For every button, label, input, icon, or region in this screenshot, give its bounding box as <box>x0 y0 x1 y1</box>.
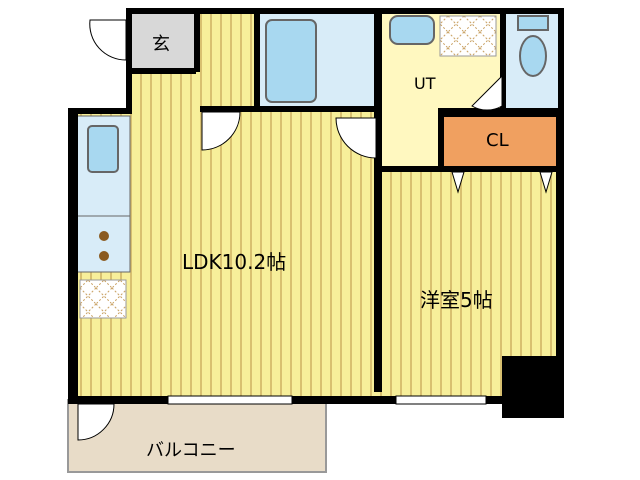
entrance-door <box>89 19 127 61</box>
burner-icon <box>99 231 109 241</box>
utility-door <box>335 117 377 159</box>
room-label-western: 洋室5帖 <box>420 288 493 312</box>
burner-icon <box>99 251 109 261</box>
kitchen-sink <box>87 125 119 173</box>
hallway-floor <box>194 12 256 112</box>
balcony-door <box>77 403 115 441</box>
window-western <box>395 395 487 405</box>
room-label-closet: CL <box>486 130 509 151</box>
toilet-door <box>471 74 503 111</box>
washer-space <box>439 15 497 57</box>
closet-door-marker <box>539 171 553 194</box>
entrance-floor <box>132 12 194 72</box>
stove-counter <box>75 215 131 273</box>
room-label-balcony: バルコニー <box>146 440 236 461</box>
ldk-door <box>201 111 241 151</box>
window-ldk <box>167 395 293 405</box>
closet-door-marker <box>451 171 465 194</box>
room-label-ldk: LDK10.2帖 <box>182 250 287 274</box>
room-label-utility: UT <box>414 74 436 93</box>
toilet-bowl <box>519 35 547 77</box>
walls <box>68 8 564 418</box>
fridge-space <box>79 279 127 319</box>
bathtub <box>265 19 317 103</box>
washbasin <box>389 15 435 45</box>
room-label-entrance: 玄 <box>152 34 170 55</box>
toilet-tank <box>517 15 549 31</box>
